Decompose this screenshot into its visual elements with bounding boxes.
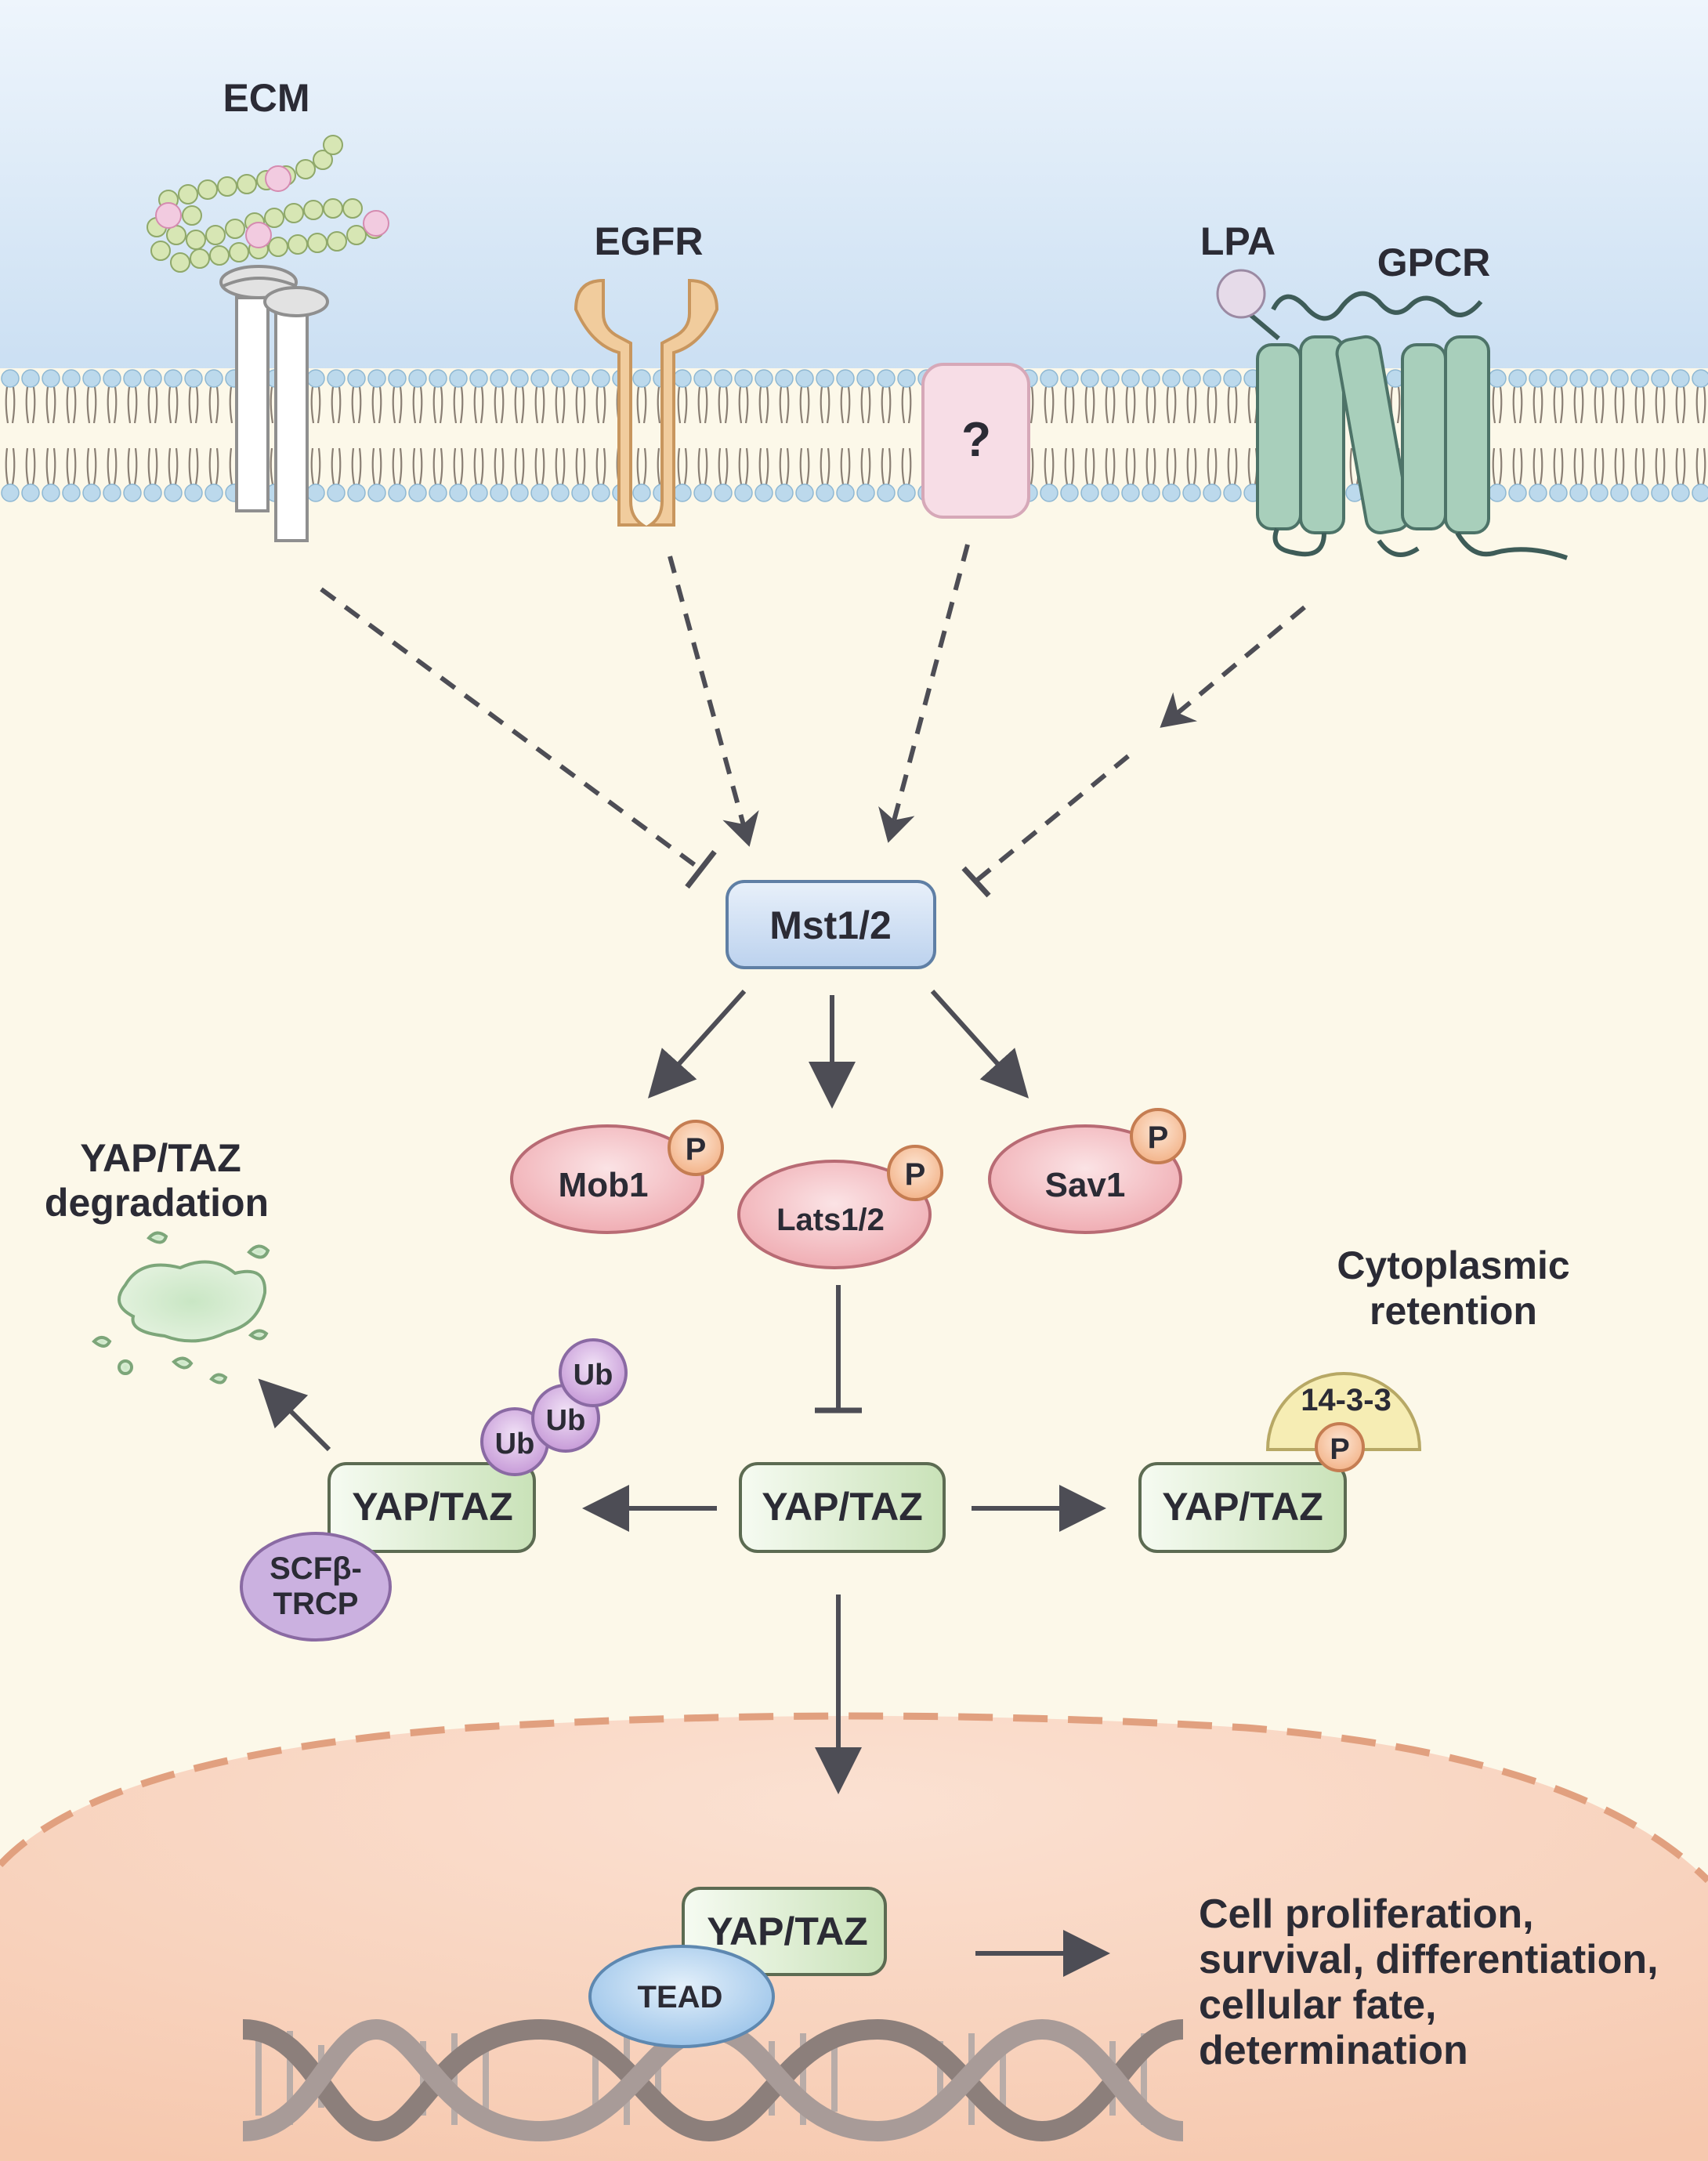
sav1-label: Sav1 bbox=[1045, 1166, 1126, 1204]
yaptaz-nuclear-label: YAP/TAZ bbox=[707, 1909, 868, 1953]
sav1-phospho bbox=[1130, 1108, 1186, 1164]
yaptaz-nuclear bbox=[682, 1887, 887, 1976]
ecm-inhibition-bar bbox=[685, 849, 717, 889]
ecm-inhibition-line bbox=[320, 587, 703, 872]
sav1-protein bbox=[988, 1124, 1182, 1234]
gpcr-inhibition-bar bbox=[961, 866, 991, 898]
lats-phospho bbox=[887, 1145, 943, 1201]
yaptaz-ubiquitinated-label: YAP/TAZ bbox=[352, 1485, 513, 1529]
unknown-receptor-label: ? bbox=[961, 413, 991, 467]
gpcr-receptor bbox=[1256, 291, 1568, 560]
scf-btrcp bbox=[240, 1532, 392, 1642]
ub-1-label: Ub bbox=[495, 1428, 535, 1461]
gpcr-inhibition-line bbox=[974, 754, 1130, 884]
outcome-line1: Cell proliferation, bbox=[1199, 1891, 1534, 1937]
tead-protein bbox=[588, 1945, 775, 2048]
retention-label-line2: retention bbox=[1370, 1289, 1537, 1333]
unknown-receptor bbox=[921, 363, 1030, 519]
retention-label-line1: Cytoplasmic bbox=[1337, 1243, 1569, 1287]
protein-14-3-3-label: 14-3-3 bbox=[1301, 1383, 1391, 1417]
yaptaz-retained bbox=[1138, 1462, 1347, 1553]
ub-3 bbox=[559, 1338, 628, 1407]
degraded-protein bbox=[92, 1231, 270, 1385]
ub-3-label: Ub bbox=[574, 1359, 613, 1392]
scf-label-line2: TRCP bbox=[273, 1587, 359, 1621]
ecm-receptor bbox=[219, 265, 329, 542]
retained-phospho bbox=[1315, 1422, 1365, 1472]
tead-label: TEAD bbox=[638, 1980, 723, 2014]
nuclear-envelope bbox=[0, 1712, 1708, 1884]
outcome-line3: cellular fate, bbox=[1199, 1982, 1436, 2028]
left-yaptaz-to-degradation-arrow bbox=[258, 1378, 331, 1452]
lats-phospho-label: P bbox=[905, 1157, 926, 1192]
upstream-signals bbox=[320, 544, 1306, 884]
mob1-phospho-label: P bbox=[686, 1132, 707, 1167]
mst-to-mob1-arrow bbox=[647, 989, 747, 1099]
outcome-line4: determination bbox=[1199, 2028, 1468, 2073]
outcome-line2: survival, differentiation, bbox=[1199, 1937, 1659, 1982]
ub-2-label: Ub bbox=[546, 1404, 586, 1437]
scf-label-line1: SCFβ- bbox=[270, 1551, 362, 1586]
ecm-fibers bbox=[147, 135, 389, 273]
yaptaz-central bbox=[739, 1462, 946, 1553]
yaptaz-central-label: YAP/TAZ bbox=[762, 1485, 923, 1529]
ecm-label: ECM bbox=[223, 76, 309, 120]
mst-to-sav1-arrow bbox=[930, 989, 1030, 1099]
egfr-label: EGFR bbox=[595, 219, 704, 263]
mob1-protein bbox=[510, 1124, 704, 1234]
mst-label: Mst1/2 bbox=[769, 903, 892, 947]
degradation-label-line2: degradation bbox=[45, 1181, 269, 1225]
gpcr-label: GPCR bbox=[1377, 241, 1490, 284]
degradation-label-line1: YAP/TAZ bbox=[80, 1136, 241, 1180]
lpa-ligand bbox=[1216, 269, 1280, 341]
mst-box bbox=[726, 880, 936, 969]
mob1-phospho bbox=[668, 1120, 724, 1176]
gpcr-activation-line bbox=[1160, 605, 1306, 728]
lpa-label: LPA bbox=[1200, 219, 1276, 263]
yaptaz-ubiquitinated bbox=[327, 1462, 536, 1553]
yaptaz-retained-label: YAP/TAZ bbox=[1162, 1485, 1323, 1529]
lats-protein bbox=[737, 1160, 932, 1269]
egfr-receptor bbox=[574, 278, 719, 527]
protein-14-3-3 bbox=[1265, 1372, 1422, 1451]
sav1-phospho-label: P bbox=[1148, 1120, 1169, 1155]
lats-label: Lats1/2 bbox=[776, 1203, 885, 1237]
retained-phospho-label: P bbox=[1330, 1433, 1349, 1466]
mob1-label: Mob1 bbox=[559, 1166, 649, 1204]
unknown-activation-line bbox=[878, 544, 970, 843]
egfr-activation-line bbox=[668, 556, 759, 847]
